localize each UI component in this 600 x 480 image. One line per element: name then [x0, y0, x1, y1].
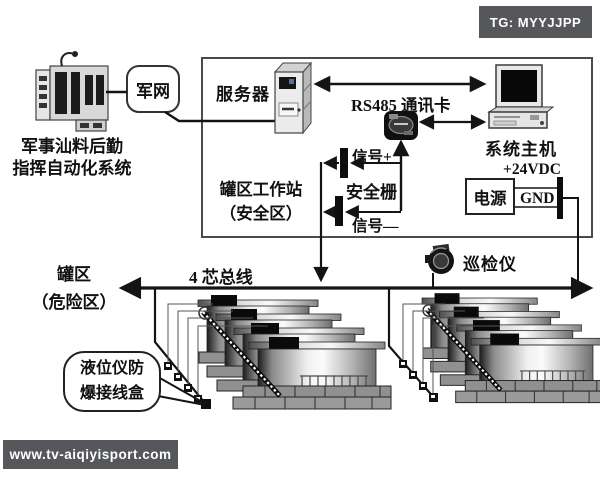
- server-tower-icon: [273, 61, 313, 135]
- power-supply-box: [465, 178, 515, 215]
- tank-cluster-left: [198, 295, 391, 409]
- watermark-badge-bottom: www.tv-aiqiyisport.com: [3, 440, 178, 469]
- safety-barrier-bar: [340, 148, 348, 178]
- left-tank-cables: [167, 303, 268, 397]
- tank-cluster-right: [422, 293, 600, 402]
- watermark-badge-top: TG: MYYJJPP: [479, 6, 592, 38]
- rs485-card-icon: [384, 111, 418, 140]
- desktop-computer-icon: [487, 64, 555, 129]
- safety-barrier-bar: [335, 196, 343, 226]
- plc-controller-icon: [35, 51, 109, 132]
- workstation-zone-box: [201, 57, 593, 238]
- left-cluster-drop-line: [153, 288, 205, 403]
- power-terminal-bar: [557, 177, 563, 219]
- right-tank-cables: [402, 303, 500, 395]
- network-to-server-line: [164, 110, 276, 123]
- junction-box-icon: [399, 360, 438, 402]
- bubble-pointer-lines: [157, 376, 206, 406]
- power-bus-drop-line: [563, 197, 579, 287]
- network-cloud-box: [126, 65, 180, 113]
- junction-callout-bubble: [63, 351, 161, 412]
- inspector-device-icon: [425, 243, 454, 274]
